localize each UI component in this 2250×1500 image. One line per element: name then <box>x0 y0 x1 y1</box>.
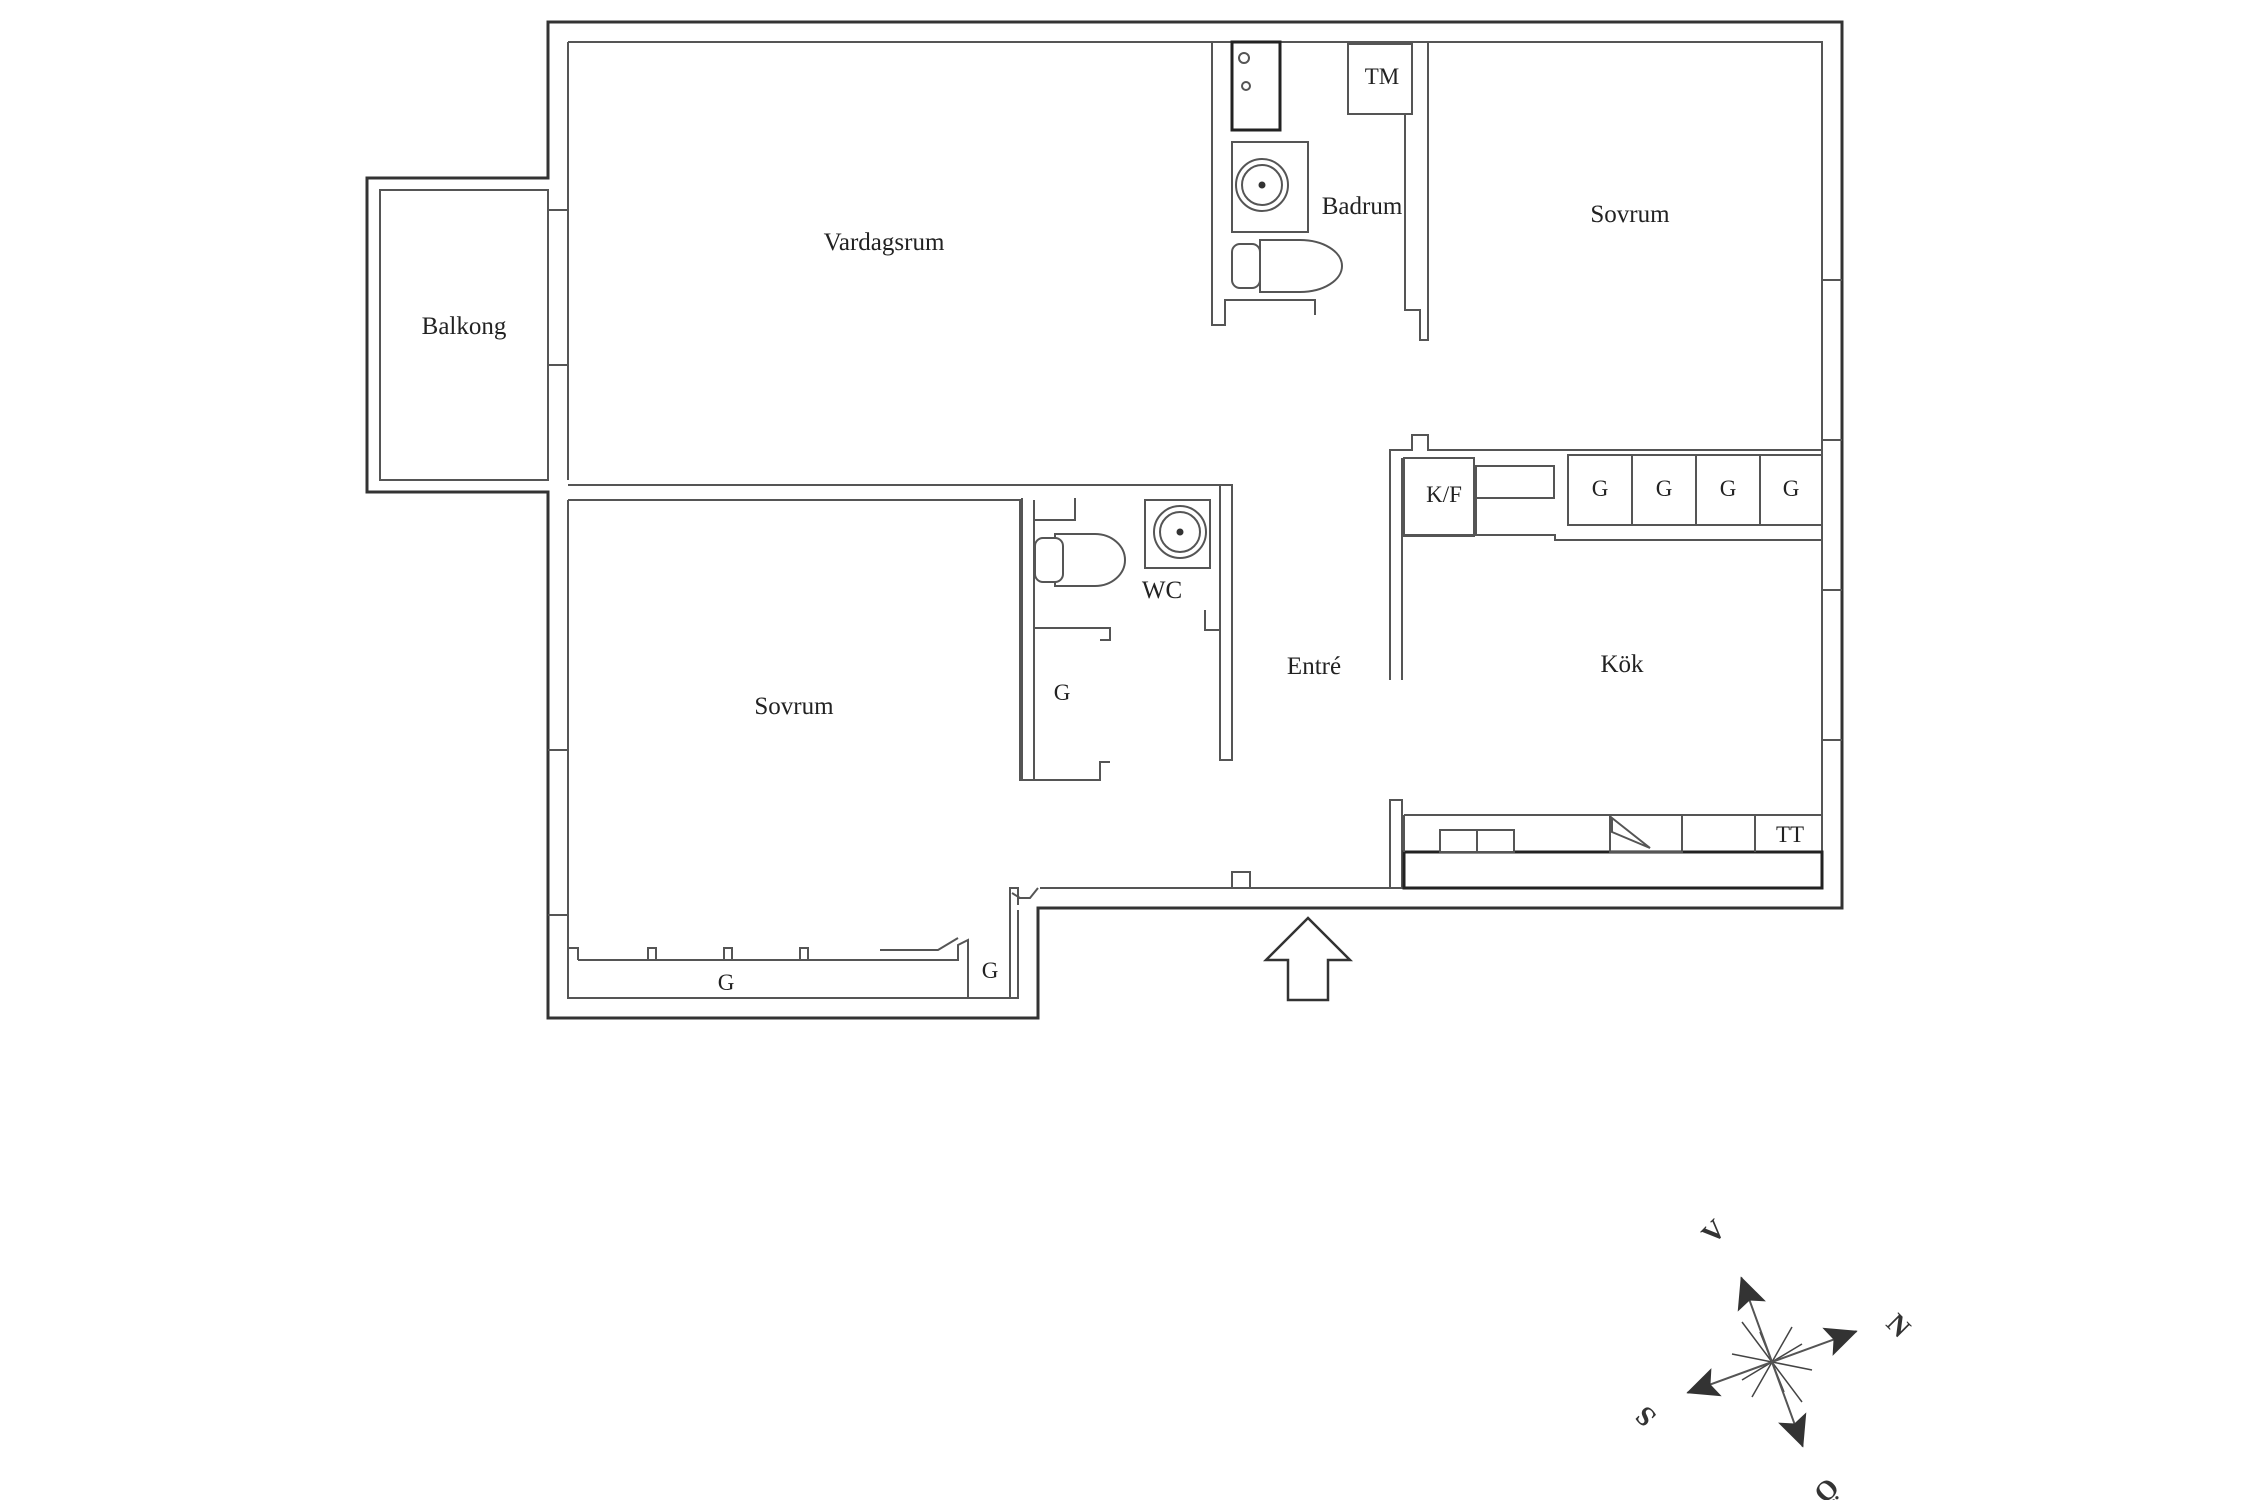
wardrobe-markers <box>647 947 809 961</box>
entrance-label: Entré <box>1287 653 1341 680</box>
living-room-label: Vardagsrum <box>824 229 945 256</box>
wardrobe-label-entrance: G <box>982 958 999 983</box>
tumble-dryer-label: TT <box>1776 822 1804 847</box>
compass-north-label: N <box>1880 1308 1916 1344</box>
wardrobe-label-hall: G <box>1054 680 1071 705</box>
wc-label: WC <box>1142 577 1182 604</box>
interior-walls <box>548 42 1842 998</box>
bedroom-label-2: Sovrum <box>754 693 834 720</box>
balcony <box>379 189 568 481</box>
wc-fixtures <box>1034 499 1211 587</box>
compass-rose: N Ö S V <box>1630 1214 1917 1500</box>
north-arrow-icon <box>1771 1327 1858 1363</box>
balcony-label: Balkong <box>422 313 507 340</box>
compass-west-label: V <box>1696 1214 1732 1250</box>
wardrobe-label-kitchen-3: G <box>1720 476 1737 501</box>
fridge-freezer-label: K/F <box>1426 482 1462 507</box>
wardrobe-label-kitchen-1: G <box>1592 476 1609 501</box>
bathroom-fixtures <box>1230 40 1413 293</box>
east-arrow-icon <box>1771 1361 1807 1448</box>
wardrobe-label-bedroom: G <box>718 970 735 995</box>
bathroom-label: Badrum <box>1322 193 1403 220</box>
compass-south-label: S <box>1630 1400 1663 1433</box>
wardrobe-label-kitchen-2: G <box>1656 476 1673 501</box>
bedroom-label-1: Sovrum <box>1590 201 1670 228</box>
compass-east-label: Ö <box>1807 1471 1844 1500</box>
entrance-arrow-icon <box>1262 916 1354 1002</box>
kitchen-label: Kök <box>1600 651 1644 678</box>
west-arrow-icon <box>1737 1276 1773 1363</box>
washing-machine-label: TM <box>1365 64 1400 89</box>
kitchen-fixtures <box>1401 454 1824 890</box>
wardrobe-label-kitchen-4: G <box>1783 476 1800 501</box>
south-arrow-icon <box>1686 1361 1773 1397</box>
